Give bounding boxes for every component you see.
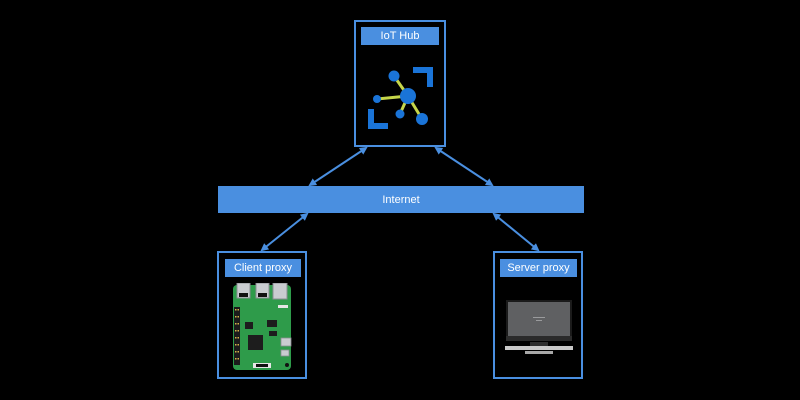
- client-proxy-node: [217, 251, 307, 379]
- arrow-hub-internet-left: [308, 146, 368, 187]
- arrow-server-internet: [492, 212, 540, 252]
- desktop-computer-icon: [505, 300, 573, 354]
- server-proxy-node: [493, 251, 583, 379]
- server-proxy-label: Server proxy: [500, 259, 577, 277]
- arrow-client-internet: [260, 212, 309, 252]
- raspberry-pi-board-icon: [233, 283, 292, 370]
- iot-hub-icon: [368, 67, 433, 129]
- arrow-hub-internet-right: [434, 146, 494, 187]
- client-proxy-label: Client proxy: [225, 259, 301, 277]
- iot-hub-node: [354, 20, 446, 147]
- internet-node: Internet: [218, 186, 584, 213]
- iot-hub-label: IoT Hub: [361, 27, 439, 45]
